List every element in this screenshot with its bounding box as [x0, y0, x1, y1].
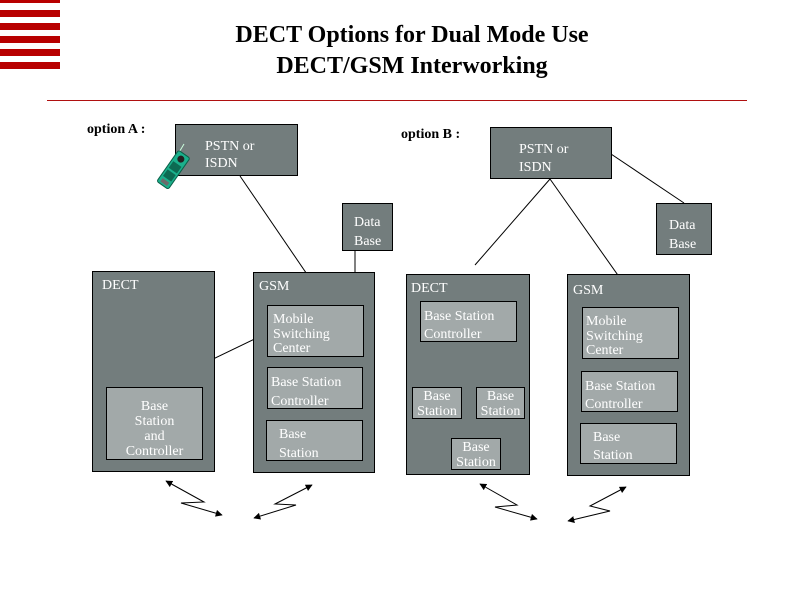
database-b: Data Base — [656, 203, 712, 255]
pstn-b-line2: ISDN — [519, 160, 552, 175]
gsm-b-base-station-controller: Base Station Controller — [581, 371, 678, 412]
database-b-line1: Data — [669, 218, 696, 233]
dect-b-bs3-line1: Base — [462, 440, 490, 455]
pstn-isdn-a: PSTN or ISDN — [175, 124, 298, 176]
dect-b-bs2-line1: Base — [486, 389, 515, 404]
gsm-a-base-station: Base Station — [266, 420, 363, 461]
gsm-a-msc-line2: Switching — [273, 327, 330, 342]
pstn-a-line2: ISDN — [205, 156, 238, 171]
dect-a-bsc-line4: Controller — [125, 444, 184, 459]
gsm-b-bs-line2: Station — [593, 448, 633, 463]
gsm-a-base-station-controller: Base Station Controller — [267, 367, 363, 409]
gsm-b-bsc-line2: Controller — [585, 397, 643, 412]
radio-link-arrow-icon — [479, 483, 538, 521]
logo-stripe — [0, 23, 60, 30]
title-line-2: DECT/GSM Interworking — [276, 53, 548, 79]
gsm-a-mobile-switching-center: Mobile Switching Center — [267, 305, 364, 357]
dect-b-base-station-1: Base Station — [412, 387, 462, 419]
dect-b-bs2-line2: Station — [480, 404, 521, 419]
radio-link-arrow-icon — [567, 486, 627, 523]
radio-link-arrow-icon — [253, 484, 313, 520]
slide-title: DECT Options for Dual Mode Use DECT/GSM … — [0, 20, 800, 82]
gsm-a-bsc-line1: Base Station — [271, 375, 342, 390]
mobile-phone-icon — [157, 143, 190, 190]
gsm-b-msc-line2: Switching — [586, 329, 643, 344]
logo-stripe — [0, 0, 60, 3]
dect-a-bsc-line3: and — [144, 429, 165, 444]
database-b-line2: Base — [669, 237, 697, 252]
database-a-line1: Data — [354, 215, 381, 230]
pstn-a-line1: PSTN or — [205, 139, 255, 154]
gsm-a-msc-line3: Center — [273, 341, 311, 356]
database-a: Data Base — [342, 203, 393, 251]
dect-b-base-station-controller: Base Station Controller — [420, 301, 517, 342]
title-line-1: DECT Options for Dual Mode Use — [235, 22, 589, 48]
database-a-line2: Base — [354, 234, 382, 249]
title-separator — [47, 100, 747, 101]
logo-stripe — [0, 10, 60, 17]
gsm-a-bs-line1: Base — [279, 427, 307, 442]
logo-stripe — [0, 49, 60, 56]
gsm-b-msc-line1: Mobile — [586, 314, 627, 329]
dect-a-base-station-controller: Base Station and Controller — [106, 387, 203, 460]
gsm-b-bs-line1: Base — [593, 430, 621, 445]
logo-stripe — [0, 36, 60, 43]
pstn-isdn-b: PSTN or ISDN — [490, 127, 612, 179]
link-pstn-b-to-dect-b — [474, 178, 551, 266]
radio-link-arrow-icon — [165, 480, 223, 517]
dect-a-bsc-line1: Base — [140, 399, 169, 414]
dect-b-bs1-line2: Station — [417, 404, 457, 419]
dect-b-base-station-2: Base Station — [476, 387, 525, 419]
gsm-b-msc-line3: Center — [586, 343, 624, 358]
dect-b-bs1-line1: Base — [423, 389, 451, 404]
dect-b-bsc-line1: Base Station — [424, 309, 495, 324]
logo-stripe — [0, 62, 60, 69]
dect-b-base-station-3: Base Station — [451, 438, 501, 470]
gsm-b-base-station: Base Station — [580, 423, 677, 464]
link-pstn-b-to-db-b — [610, 153, 685, 204]
gsm-a-msc-line1: Mobile — [273, 312, 314, 327]
dect-a-bsc-label: Base Station and Controller — [107, 399, 202, 459]
gsm-a-bsc-line2: Controller — [271, 394, 329, 409]
gsm-b-mobile-switching-center: Mobile Switching Center — [582, 307, 679, 359]
gsm-b-bsc-line1: Base Station — [585, 379, 656, 394]
option-b-label: option B : — [401, 127, 461, 142]
gsm-a-bs-line2: Station — [279, 446, 319, 461]
gsm-a-title: GSM — [259, 279, 290, 294]
option-a-label: option A : — [87, 122, 146, 137]
dect-b-title: DECT — [411, 281, 448, 296]
dect-a-title: DECT — [102, 278, 139, 293]
pstn-b-line1: PSTN or — [519, 142, 569, 157]
dect-a-bsc-line2: Station — [134, 414, 175, 429]
gsm-b-title: GSM — [573, 283, 604, 298]
dect-b-bsc-line2: Controller — [424, 327, 482, 342]
dect-b-bs3-line2: Station — [456, 455, 496, 470]
